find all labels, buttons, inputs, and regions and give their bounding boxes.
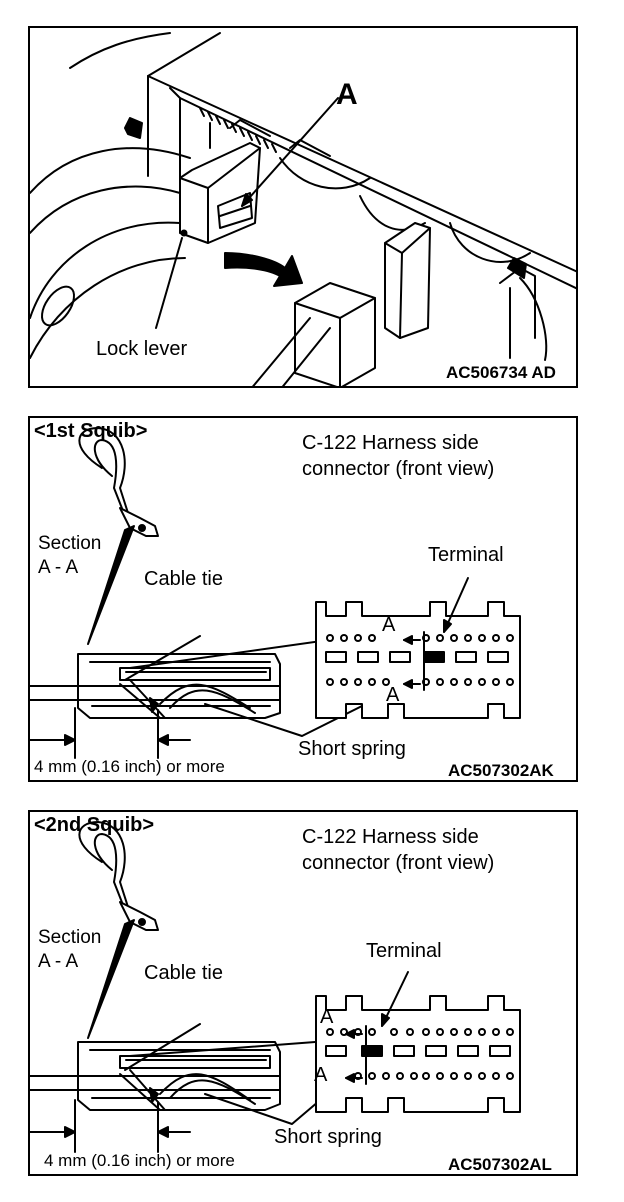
short-spring-label: Short spring	[298, 738, 406, 760]
terminal-pins	[326, 1028, 514, 1080]
figure-code: AC507302AL	[448, 1155, 552, 1174]
dimension-label: 4 mm (0.16 inch) or more	[44, 1151, 235, 1170]
figure-2nd-squib: <2nd Squib> C-122 Harness side connector…	[28, 810, 578, 1176]
lock-lever-label: Lock lever	[96, 338, 188, 360]
terminal-pins	[326, 634, 514, 686]
section-label-line1: Section	[38, 927, 102, 948]
squib-title: <2nd Squib>	[34, 814, 155, 836]
terminal-label: Terminal	[428, 544, 504, 566]
cable-tie-label: Cable tie	[144, 962, 223, 984]
connector-title-line1: C-122 Harness side	[302, 826, 479, 848]
connector-title-line2: connector (front view)	[302, 458, 495, 480]
squib-title: <1st Squib>	[34, 420, 148, 442]
cable-tie-label: Cable tie	[144, 568, 223, 590]
section-marker-bottom: A	[314, 1064, 328, 1086]
dimension-label: 4 mm (0.16 inch) or more	[34, 757, 225, 776]
section-marker-top: A	[382, 614, 396, 636]
section-label-line1: Section	[38, 533, 102, 554]
section-label-line2: A - A	[38, 557, 79, 578]
figure-1st-squib: <1st Squib> C-122 Harness side connector…	[28, 416, 578, 782]
figure-code: AC506734 AD	[446, 363, 556, 382]
short-spring-label: Short spring	[274, 1126, 382, 1148]
lock-lever-illustration	[30, 32, 576, 386]
terminal-label: Terminal	[366, 940, 442, 962]
squib-connector-diagram	[30, 821, 521, 1153]
section-marker-top: A	[320, 1006, 334, 1028]
figure-code: AC507302AK	[448, 761, 554, 780]
connector-title-line2: connector (front view)	[302, 852, 495, 874]
figure-lock-lever: A Lock lever AC506734 AD	[28, 26, 578, 388]
section-label-line2: A - A	[38, 951, 79, 972]
connector-title-line1: C-122 Harness side	[302, 432, 479, 454]
section-marker-bottom: A	[386, 684, 400, 706]
squib-connector-diagram	[30, 427, 521, 759]
callout-a: A	[336, 78, 358, 111]
